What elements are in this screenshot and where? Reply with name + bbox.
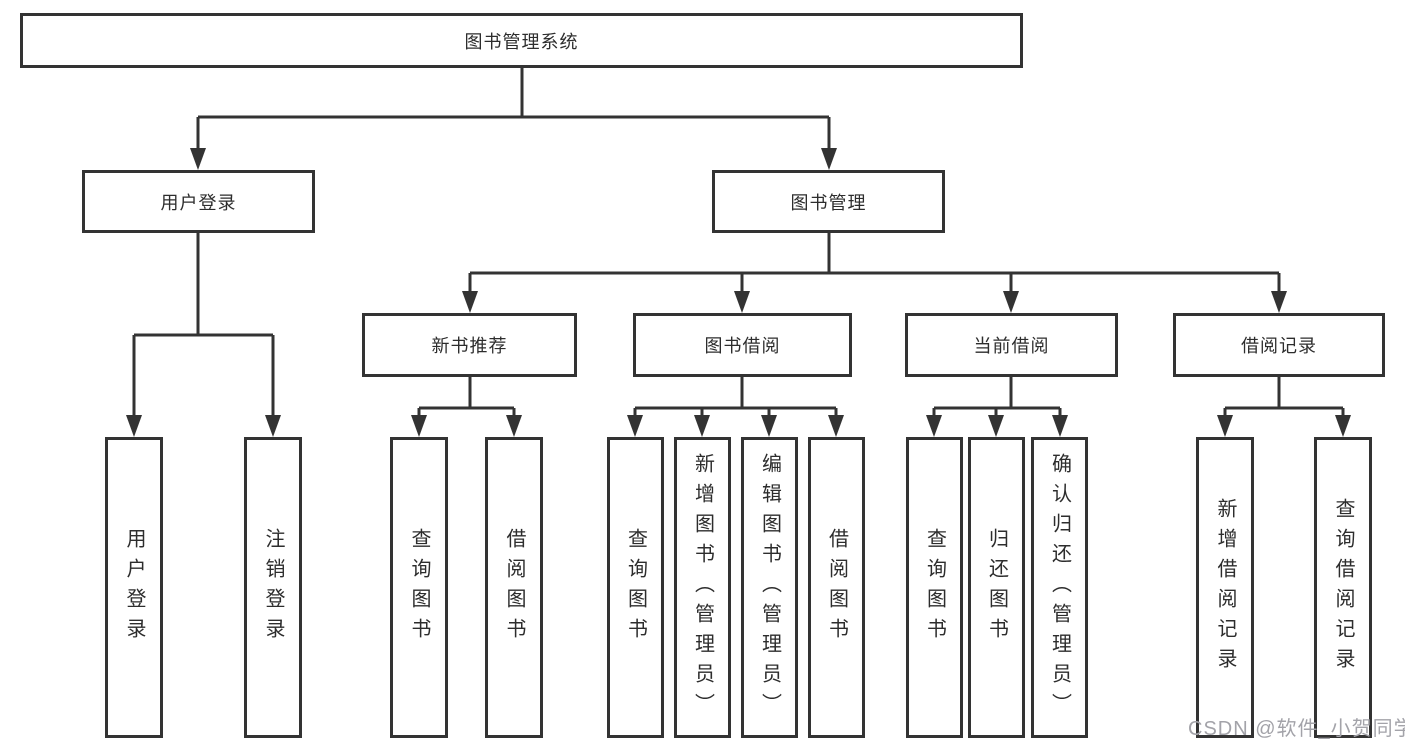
leaf-borrow-books: 借阅图书 — [808, 437, 865, 738]
leaf-return-books: 归还图书 — [968, 437, 1025, 738]
node-label: 新增借阅记录 — [1214, 497, 1236, 678]
node-label: 编辑图书（管理员） — [758, 452, 781, 723]
node-label: 借阅记录 — [1241, 336, 1317, 356]
leaf-query-books-recommend: 查询图书 — [390, 437, 448, 738]
node-label: 当前借阅 — [973, 336, 1050, 356]
node-label: 查询图书 — [408, 527, 430, 648]
node-label: 归还图书 — [985, 527, 1008, 648]
node-label: 用户登录 — [160, 192, 237, 213]
leaf-borrow-books-recommend: 借阅图书 — [485, 437, 543, 738]
node-label: 借阅图书 — [503, 527, 525, 648]
leaf-logout: 注销登录 — [244, 437, 302, 738]
node-label: 图书管理 — [790, 192, 867, 213]
node-label: 新增图书（管理员） — [691, 452, 714, 723]
leaf-edit-books-admin: 编辑图书（管理员） — [741, 437, 798, 738]
leaf-add-books-admin: 新增图书（管理员） — [674, 437, 731, 738]
node-label: 新书推荐 — [431, 336, 508, 356]
node-book-management: 图书管理 — [712, 170, 945, 233]
node-label: 图书管理系统 — [464, 31, 579, 52]
leaf-query-books-borrowing: 查询图书 — [607, 437, 664, 738]
node-library-management-system: 图书管理系统 — [20, 13, 1023, 68]
node-label: 注销登录 — [262, 527, 284, 648]
node-book-borrowing: 图书借阅 — [633, 313, 852, 377]
leaf-query-books-current: 查询图书 — [906, 437, 963, 738]
node-current-borrowing: 当前借阅 — [905, 313, 1118, 377]
leaf-confirm-return-admin: 确认归还（管理员） — [1031, 437, 1088, 738]
node-label: 借阅图书 — [825, 527, 848, 648]
leaf-user-login: 用户登录 — [105, 437, 163, 738]
node-label: 用户登录 — [123, 527, 145, 648]
node-user-login: 用户登录 — [82, 170, 315, 233]
node-borrowing-records: 借阅记录 — [1173, 313, 1385, 377]
watermark: CSDN @软件_小贺同学 — [1188, 718, 1405, 740]
node-label: 确认归还（管理员） — [1048, 452, 1071, 723]
node-label: 查询图书 — [624, 527, 647, 648]
node-label: 图书借阅 — [704, 336, 781, 356]
node-new-book-recommendation: 新书推荐 — [362, 313, 577, 377]
node-label: 查询借阅记录 — [1332, 497, 1354, 678]
leaf-query-borrow-record: 查询借阅记录 — [1314, 437, 1372, 738]
leaf-add-borrow-record: 新增借阅记录 — [1196, 437, 1254, 738]
node-label: 查询图书 — [923, 527, 946, 648]
